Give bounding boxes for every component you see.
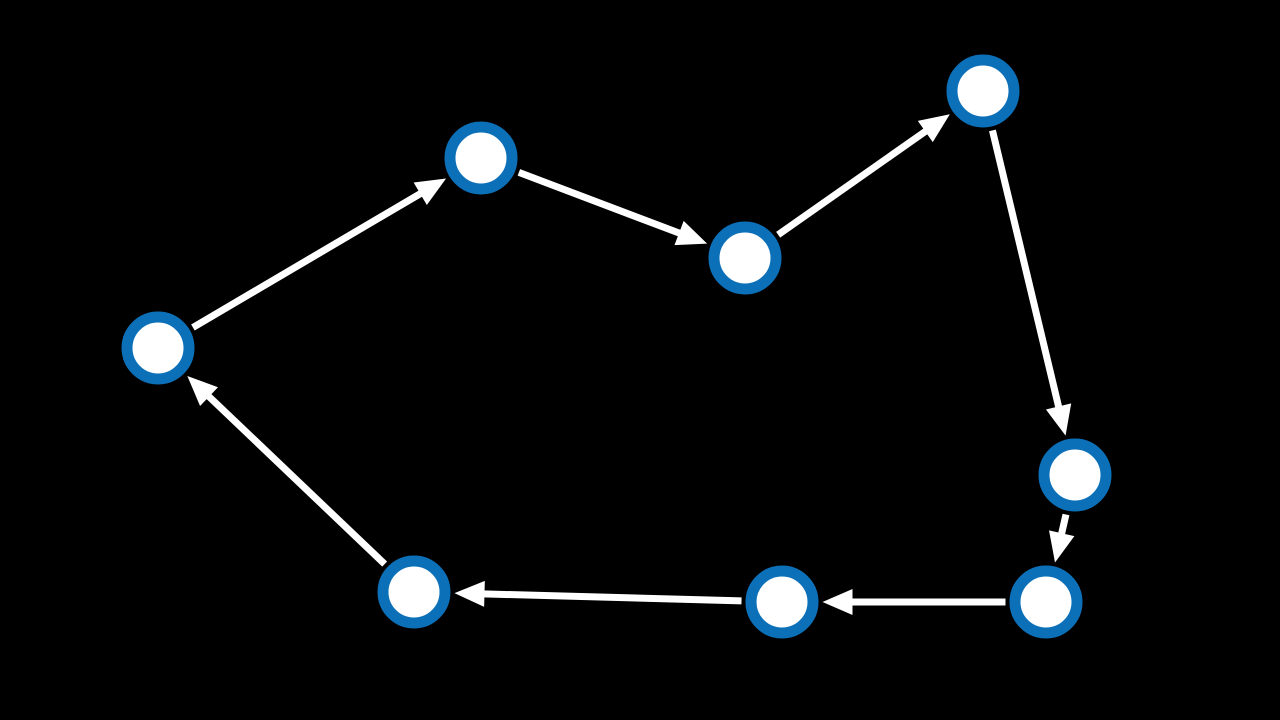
arrow-head-icon-n3-to-n4 xyxy=(917,114,950,143)
graph-edge-n3-to-n4 xyxy=(776,125,933,238)
node-layer xyxy=(121,54,1112,639)
arrow-head-icon-n2-to-n3 xyxy=(674,220,708,246)
graph-edge-n1-to-n2 xyxy=(191,187,428,331)
graph-edge-n4-to-n5 xyxy=(989,129,1064,414)
graph-node-n6[interactable] xyxy=(1009,565,1083,639)
graph-node-n4[interactable] xyxy=(946,54,1020,128)
arrow-head-icon-n6-to-n7 xyxy=(822,589,853,615)
arrow-head-icon-n8-to-n1 xyxy=(187,375,218,407)
graph-node-n7[interactable] xyxy=(745,565,819,639)
graph-edge-n8-to-n1 xyxy=(202,389,388,567)
graph-node-n1[interactable] xyxy=(121,311,195,385)
arrow-head-icon-n1-to-n2 xyxy=(413,178,447,205)
graph-node-n2[interactable] xyxy=(444,121,518,195)
graph-edge-n7-to-n8 xyxy=(478,590,742,605)
graph-edge-n2-to-n3 xyxy=(517,169,686,239)
graph-node-n5[interactable] xyxy=(1038,438,1112,512)
edge-layer xyxy=(187,114,1075,615)
graph-node-n8[interactable] xyxy=(377,555,451,629)
arrow-head-icon-n5-to-n6 xyxy=(1049,530,1075,563)
arrow-head-icon-n7-to-n8 xyxy=(454,580,485,607)
graph-node-n3[interactable] xyxy=(708,221,782,295)
arrow-head-icon-n4-to-n5 xyxy=(1045,403,1072,436)
